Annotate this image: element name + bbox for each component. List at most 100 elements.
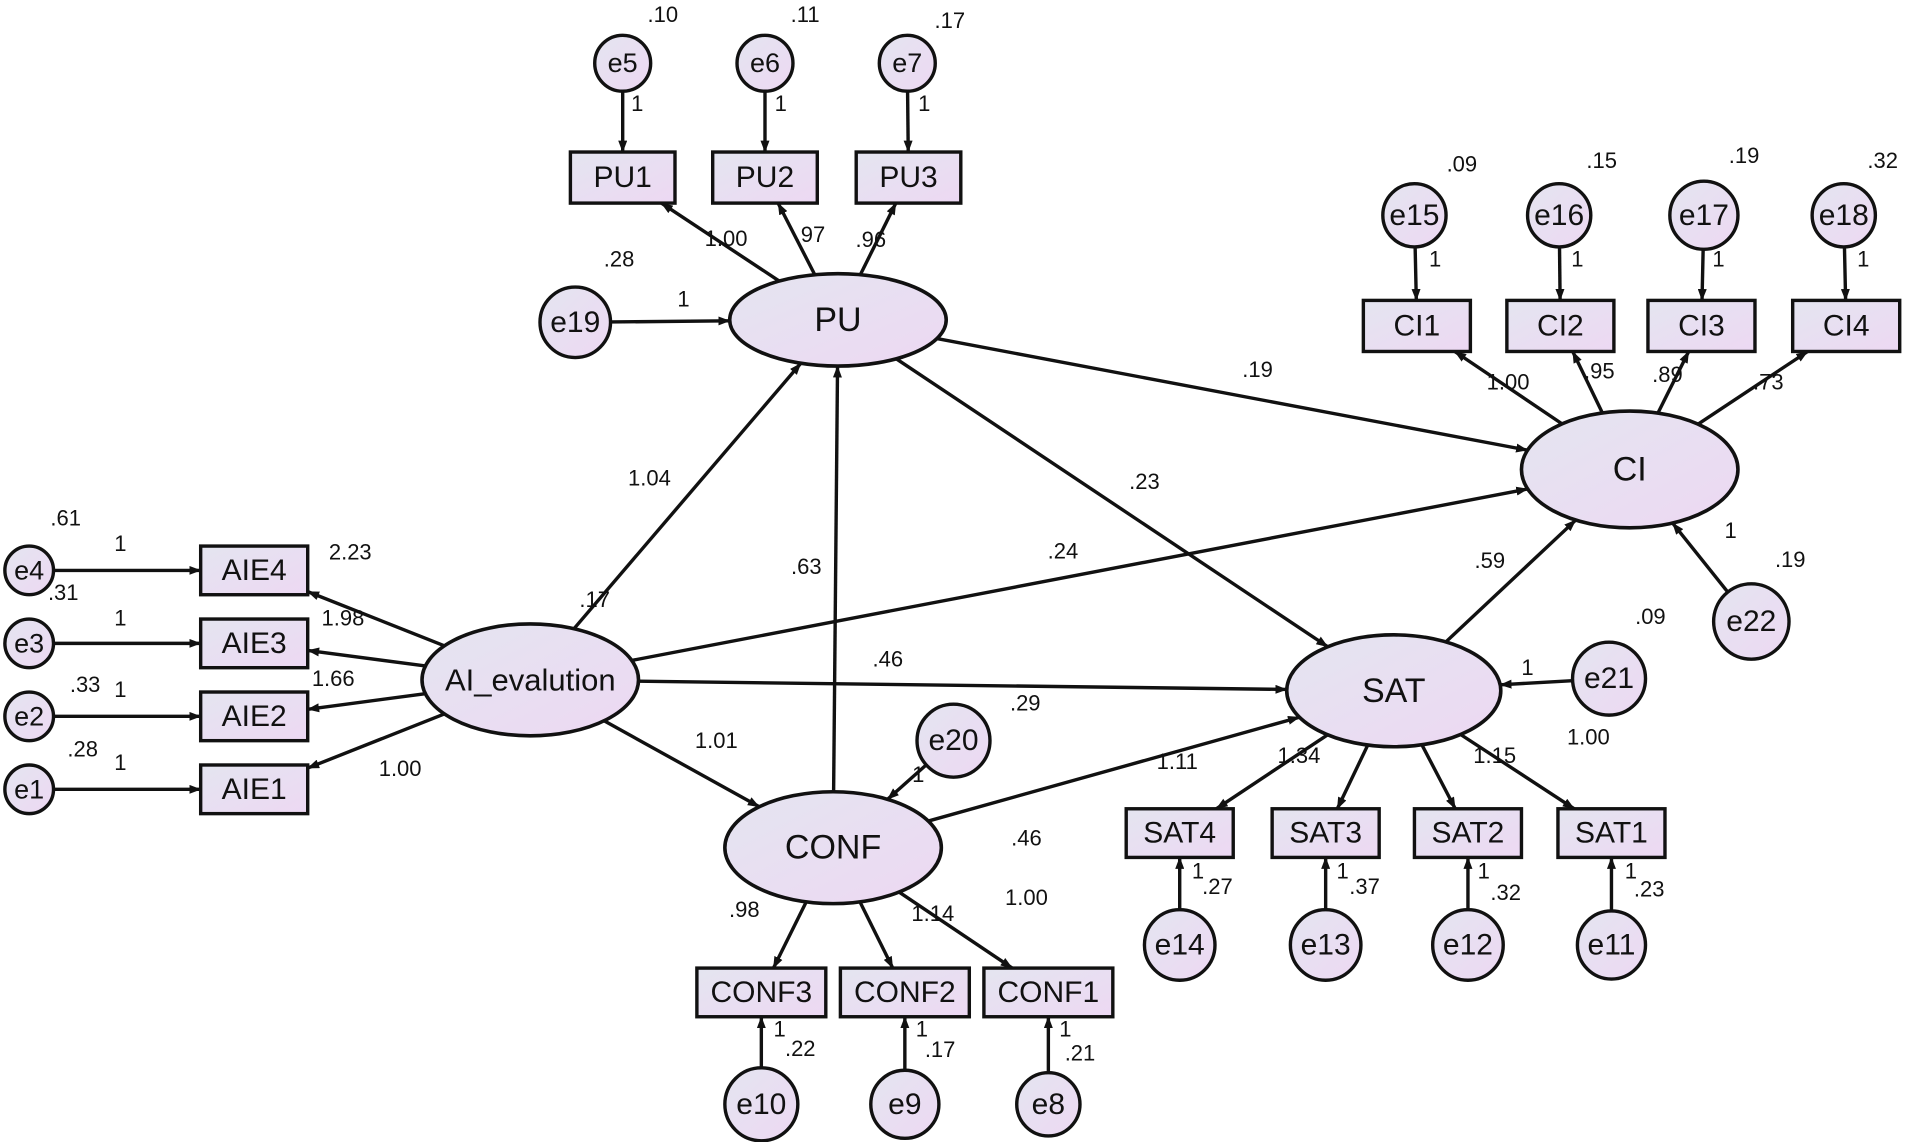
latent-label-sat: SAT: [1362, 672, 1426, 710]
variance-estimate-e17: .19: [1729, 143, 1760, 168]
error-node-e16: [1525, 181, 1593, 249]
variance-estimate-e19: .28: [604, 247, 635, 272]
variance-estimate-e20: .29: [1010, 690, 1041, 715]
latent-variance-aie: .17: [579, 587, 610, 612]
fixed-loading-e13: 1: [1337, 858, 1349, 883]
error-label-e14: e14: [1155, 928, 1205, 961]
fixed-loading-e20: 1: [912, 762, 924, 787]
variance-estimate-e21: .09: [1635, 604, 1666, 629]
indicator-box-pu3: [854, 150, 963, 205]
error-label-e16: e16: [1534, 199, 1584, 232]
structural-arrow-aie-to-ci: [631, 486, 1529, 663]
error-node-e19: [538, 285, 613, 360]
error-arrow-e20: [886, 763, 928, 801]
error-node-e9: [869, 1068, 941, 1141]
error-label-e8: e8: [1032, 1088, 1065, 1121]
structural-arrow-aie-to-conf: [603, 719, 761, 809]
loading-arrow-sat4: [1215, 733, 1329, 811]
loading-arrow-pu3: [858, 202, 898, 276]
loading-arrow-conf1: [898, 890, 1014, 970]
error-arrow-e17: [1697, 249, 1707, 302]
latent-node-aie: [420, 622, 641, 738]
fixed-loading-e16: 1: [1571, 247, 1583, 272]
indicator-label-conf3: CONF3: [710, 976, 812, 1009]
loading-arrow-ci4: [1697, 350, 1809, 426]
path-estimate-aie-to-conf: 1.01: [695, 728, 738, 753]
error-node-e20: [915, 702, 992, 779]
path-estimate-aie-to-ci: .24: [1048, 538, 1079, 563]
error-arrow-e21: [1499, 678, 1573, 689]
error-label-e17: e17: [1679, 199, 1729, 232]
indicator-label-conf1: CONF1: [998, 976, 1100, 1009]
fixed-loading-e2: 1: [114, 677, 126, 702]
error-label-e22: e22: [1726, 605, 1776, 638]
indicator-box-ci4: [1790, 298, 1902, 354]
latent-node-ci: [1519, 409, 1740, 530]
loading-estimate-ci2: .95: [1584, 358, 1615, 383]
indicator-label-aie1: AIE1: [222, 773, 287, 806]
latent-node-conf: [723, 789, 944, 906]
error-node-e15: [1381, 181, 1448, 249]
loading-arrow-sat3: [1335, 744, 1370, 810]
fixed-loading-e1: 1: [114, 750, 126, 775]
fixed-loading-e3: 1: [114, 605, 126, 630]
loading-estimate-aie1: 1.00: [379, 756, 422, 781]
latent-node-pu: [727, 271, 949, 368]
variance-estimate-e15: .09: [1447, 152, 1478, 177]
variance-estimate-e1: .28: [67, 737, 98, 762]
indicator-label-ci2: CI2: [1537, 309, 1584, 342]
variance-estimate-e9: .17: [925, 1037, 956, 1062]
indicator-box-pu2: [710, 150, 819, 205]
fixed-loading-e18: 1: [1857, 247, 1869, 272]
fixed-loading-e7: 1: [918, 91, 930, 116]
error-arrow-e15: [1411, 246, 1421, 302]
latent-label-pu: PU: [814, 301, 861, 339]
error-label-e9: e9: [888, 1088, 921, 1121]
indicator-label-sat3: SAT3: [1289, 817, 1362, 850]
loading-arrow-conf3: [771, 901, 808, 969]
fixed-loading-e19: 1: [677, 287, 689, 312]
loading-estimate-sat1: 1.00: [1567, 725, 1610, 750]
fixed-loading-e10: 1: [773, 1016, 785, 1041]
loading-arrow-aie3: [307, 647, 426, 668]
fixed-loading-e12: 1: [1478, 858, 1490, 883]
indicator-label-sat4: SAT4: [1143, 817, 1216, 850]
error-node-e7: [877, 33, 937, 93]
indicator-label-sat2: SAT2: [1432, 817, 1505, 850]
loading-arrow-aie2: [307, 692, 426, 713]
error-node-e5: [593, 33, 653, 93]
loading-arrow-sat1: [1459, 733, 1576, 811]
indicator-box-aie3: [198, 617, 310, 670]
indicator-box-aie4: [198, 544, 310, 597]
loading-arrow-aie1: [307, 712, 446, 770]
path-estimate-conf-to-sat: .46: [1011, 825, 1042, 850]
variance-estimate-e7: .17: [935, 8, 966, 33]
path-estimate-pu-to-ci: .19: [1242, 357, 1273, 382]
loading-estimate-conf3: .98: [729, 897, 760, 922]
indicator-box-ci1: [1361, 298, 1473, 354]
loading-arrow-conf2: [858, 901, 895, 969]
loading-arrow-ci1: [1453, 350, 1564, 426]
error-node-e10: [723, 1066, 800, 1142]
variance-estimate-e16: .15: [1586, 148, 1617, 173]
variance-estimate-e5: .10: [648, 2, 679, 27]
path-estimate-aie-to-sat: .46: [873, 647, 904, 672]
error-node-e3: [3, 617, 56, 670]
path-estimate-pu-to-sat: .23: [1129, 469, 1160, 494]
variance-estimate-e10: .22: [785, 1036, 816, 1061]
error-node-e2: [3, 690, 56, 743]
indicator-label-ci3: CI3: [1678, 309, 1725, 342]
latent-label-conf: CONF: [785, 829, 881, 867]
loading-arrow-aie4: [307, 590, 446, 648]
path-arrows: [53, 91, 1850, 1073]
error-arrow-e19: [610, 316, 731, 326]
indicator-box-conf2: [838, 966, 972, 1019]
indicator-box-sat1: [1556, 807, 1667, 860]
indicator-label-ci4: CI4: [1823, 309, 1870, 342]
latent-label-aie: AI_evalution: [445, 662, 616, 697]
path-estimate-sat-to-ci: .59: [1475, 548, 1506, 573]
structural-arrow-conf-to-pu: [831, 365, 842, 792]
error-label-e5: e5: [608, 48, 638, 78]
structural-arrow-pu-to-ci: [936, 336, 1529, 453]
structural-arrow-conf-to-sat: [927, 715, 1300, 823]
